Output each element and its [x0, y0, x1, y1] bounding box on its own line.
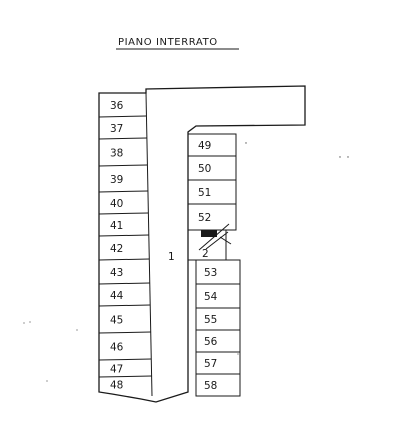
left-stall-column: 36 37 38 39 40 41 42 43 44 45 46 47 48 [98, 92, 153, 397]
aisle-label: 1 [168, 251, 175, 263]
stall-label-45: 45 [110, 315, 123, 327]
stall-label-54: 54 [204, 291, 218, 303]
floor-outline [98, 85, 306, 403]
stall-label-36: 36 [110, 100, 124, 112]
stall-label-39: 39 [110, 174, 123, 186]
stall-label-46: 46 [110, 342, 124, 354]
right-upper-stall-block: 49 50 51 52 [187, 133, 237, 231]
stall-label-50: 50 [198, 163, 211, 175]
stall-label-41: 41 [110, 220, 123, 232]
stair-hatch [201, 230, 217, 237]
stall-label-42: 42 [110, 243, 123, 255]
stall-label-38: 38 [110, 148, 123, 160]
stall-label-57: 57 [204, 358, 217, 370]
stall-label-37: 37 [110, 123, 123, 135]
stair-label: 2 [202, 248, 209, 260]
right-lower-stall-block: 53 54 55 56 57 58 [195, 259, 241, 397]
stall-label-47: 47 [110, 364, 123, 376]
stall-label-49: 49 [198, 140, 211, 152]
stall-label-56: 56 [204, 336, 218, 348]
stall-label-58: 58 [204, 380, 217, 392]
stair-area: 2 [187, 223, 232, 261]
plan-title: PIANO INTERRATO [118, 37, 218, 48]
stall-label-40: 40 [110, 198, 123, 210]
stall-label-55: 55 [204, 314, 217, 326]
stall-label-53: 53 [204, 267, 217, 279]
stall-label-44: 44 [110, 290, 124, 302]
stall-label-48: 48 [110, 380, 123, 392]
stall-label-52: 52 [198, 212, 211, 224]
scan-specks [23, 142, 349, 382]
stall-label-43: 43 [110, 267, 123, 279]
stall-label-51: 51 [198, 187, 211, 199]
